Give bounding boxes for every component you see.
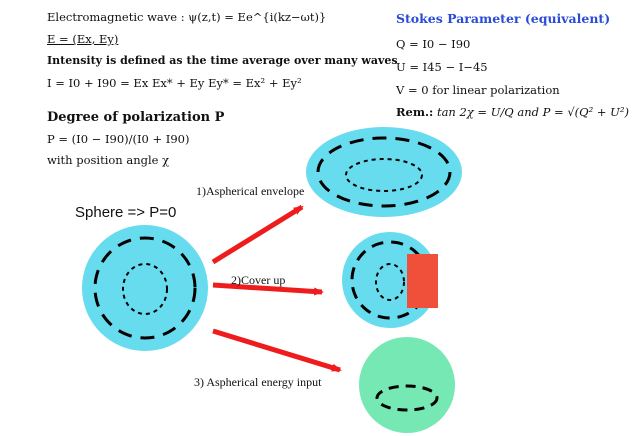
stokes-u: U = I45 − I−45 (396, 60, 488, 74)
arrow-to-envelope (211, 204, 304, 265)
cover-up-sphere (342, 232, 438, 328)
remark-label: Rem.: (396, 105, 434, 119)
stokes-v: V = 0 for linear polarization (396, 83, 560, 97)
degree-of-polarization-heading: Degree of polarization P (47, 110, 225, 125)
case2-label: 2)Cover up (231, 273, 286, 287)
position-angle-text: with position angle χ (47, 153, 170, 167)
arrow-to-cover-up (212, 282, 324, 296)
sphere-label: Sphere => P=0 (75, 204, 177, 221)
sphere (82, 225, 208, 351)
stokes-q: Q = I0 − I90 (396, 37, 471, 51)
stokes-title: Stokes Parameter (equivalent) (396, 11, 611, 26)
em-wave-equation: Electromagnetic wave : ψ(z,t) = Ee^{i(kz… (47, 10, 327, 24)
field-vector: E = (Ex, Ey) (47, 32, 119, 46)
stokes-remark: Rem.: tan 2χ = U/Q and P = √(Q² + U²) (396, 105, 629, 119)
aspherical-envelope-ellipse (306, 127, 462, 217)
case1-label: 1)Aspherical envelope (196, 184, 305, 198)
polarization-equation: P = (I0 − I90)/(I0 + I90) (47, 132, 190, 146)
case3-label: 3) Aspherical energy input (194, 375, 322, 389)
arrow-to-energy-input (212, 328, 342, 373)
intensity-definition: Intensity is defined as the time average… (47, 54, 398, 67)
remark-text: tan 2χ = U/Q and P = √(Q² + U²) (436, 105, 629, 119)
cover-block (407, 254, 438, 308)
intensity-equation: I = I0 + I90 = Ex Ex* + Ey Ey* = Ex² + E… (47, 76, 302, 90)
energy-input-sphere (359, 337, 455, 433)
